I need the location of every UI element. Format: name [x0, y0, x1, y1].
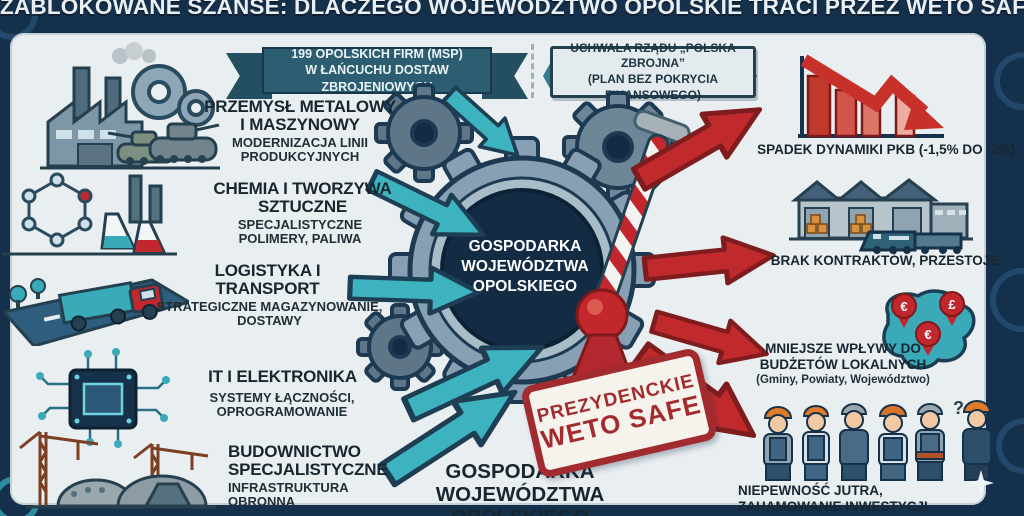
firms-banner-line2: W ŁAŃCUCHU DOSTAW ZBROJENIOWYCH: [305, 63, 449, 94]
declining-chart-icon: [798, 54, 944, 138]
decor-gear-icon: [990, 268, 1024, 332]
currency-pin-icon: €: [891, 293, 917, 328]
flow-arrow-red-icon: [641, 235, 776, 286]
consequence-title: SPADEK DYNAMIKI PKB (-1,5% DO -2%): [757, 142, 1015, 157]
gov-banner-line1: UCHWAŁA RZĄDU „POLSKA ZBROJNA”: [570, 40, 736, 71]
sector-subtitle: SYSTEMY ŁĄCZNOŚCI, OPROGRAMOWANIE: [209, 390, 355, 420]
currency-pin-icon: €: [915, 321, 941, 356]
flow-arrow-teal-icon: [347, 265, 482, 316]
firms-banner-line1: 199 OPOLSKICH FIRM (MSP): [291, 47, 463, 62]
factory-tanks-icon: [40, 42, 220, 170]
consequence-subtitle: (Gminy, Powiaty, Województwo): [756, 374, 930, 386]
page-title: ZABLOKOWANE SZANSE: DLACZEGO WOJEWÓDZTWO…: [0, 0, 1024, 19]
firms-banner: 199 OPOLSKICH FIRM (MSP) W ŁAŃCUCHU DOST…: [262, 47, 492, 94]
dashed-divider: [531, 44, 534, 98]
flow-arrow-red-icon: [649, 309, 769, 366]
sector-title: BUDOWNICTWO SPECJALISTYCZNE: [228, 442, 388, 479]
flow-arrow-red-icon: [630, 107, 763, 192]
chemistry-molecule-icon: [2, 172, 177, 256]
flow-arrow-teal-icon: [401, 344, 545, 423]
currency-pin-icon: £: [939, 291, 965, 326]
sector-title: LOGISTYKA I TRANSPORT: [214, 261, 321, 298]
workers-group-icon: ?: [763, 398, 992, 481]
flow-arrow-teal-icon: [365, 169, 486, 238]
decor-gear-icon: [996, 418, 1024, 474]
warehouse-train-icon: [789, 178, 973, 254]
svg-text:€: €: [900, 299, 907, 314]
logistics-truck-icon: [4, 278, 189, 346]
gov-banner: UCHWAŁA RZĄDU „POLSKA ZBROJNA” (PLAN BEZ…: [550, 41, 756, 102]
svg-text:£: £: [948, 297, 956, 312]
question-mark-glyph: ?: [953, 398, 964, 418]
consequence-title: BRAK KONTRAKTÓW, PRZESTOJE: [770, 253, 1000, 268]
svg-text:€: €: [924, 327, 931, 342]
sector-subtitle: INFRASTRUKTURA OBRONNA: [228, 480, 349, 510]
flow-arrow-teal-icon: [378, 389, 518, 488]
gear-center-label: GOSPODARKA WOJEWÓDZTWA OPOLSKIEGO: [461, 238, 589, 296]
sector-title: CHEMIA I TWORZYWA SZTUCZNE: [213, 179, 392, 216]
flow-arrow-teal-icon: [441, 85, 520, 157]
crane-bunker-icon: [19, 430, 216, 509]
sector-subtitle: STRATEGICZNE MAGAZYNOWANIE, DOSTAWY: [156, 299, 383, 329]
region-map-currency-icon: € £ €: [882, 289, 976, 370]
decor-gear-icon: [994, 52, 1024, 110]
circuit-chip-icon: [36, 348, 170, 448]
sector-subtitle: SPECJALISTYCZNE POLIMERY, PALIWA: [237, 217, 363, 247]
consequence-title: NIEPEWNOŚĆ JUTRA, ZAHAMOWANIE INWESTYCJI: [738, 483, 928, 514]
consequence-title: MNIEJSZE WPŁYWY DO BUDŻETÓW LOKALNYCH: [759, 341, 927, 372]
economy-caption: GOSPODARKA WOJEWÓDZTWA OPOLSKIEGO: [435, 460, 605, 516]
sector-subtitle: MODERNIZACJA LINII PRODUKCYJNYCH: [231, 135, 369, 165]
sector-title: IT I ELEKTRONIKA: [208, 367, 357, 386]
sector-title: PRZEMYSŁ METALOWY I MASZYNOWY: [204, 97, 396, 134]
